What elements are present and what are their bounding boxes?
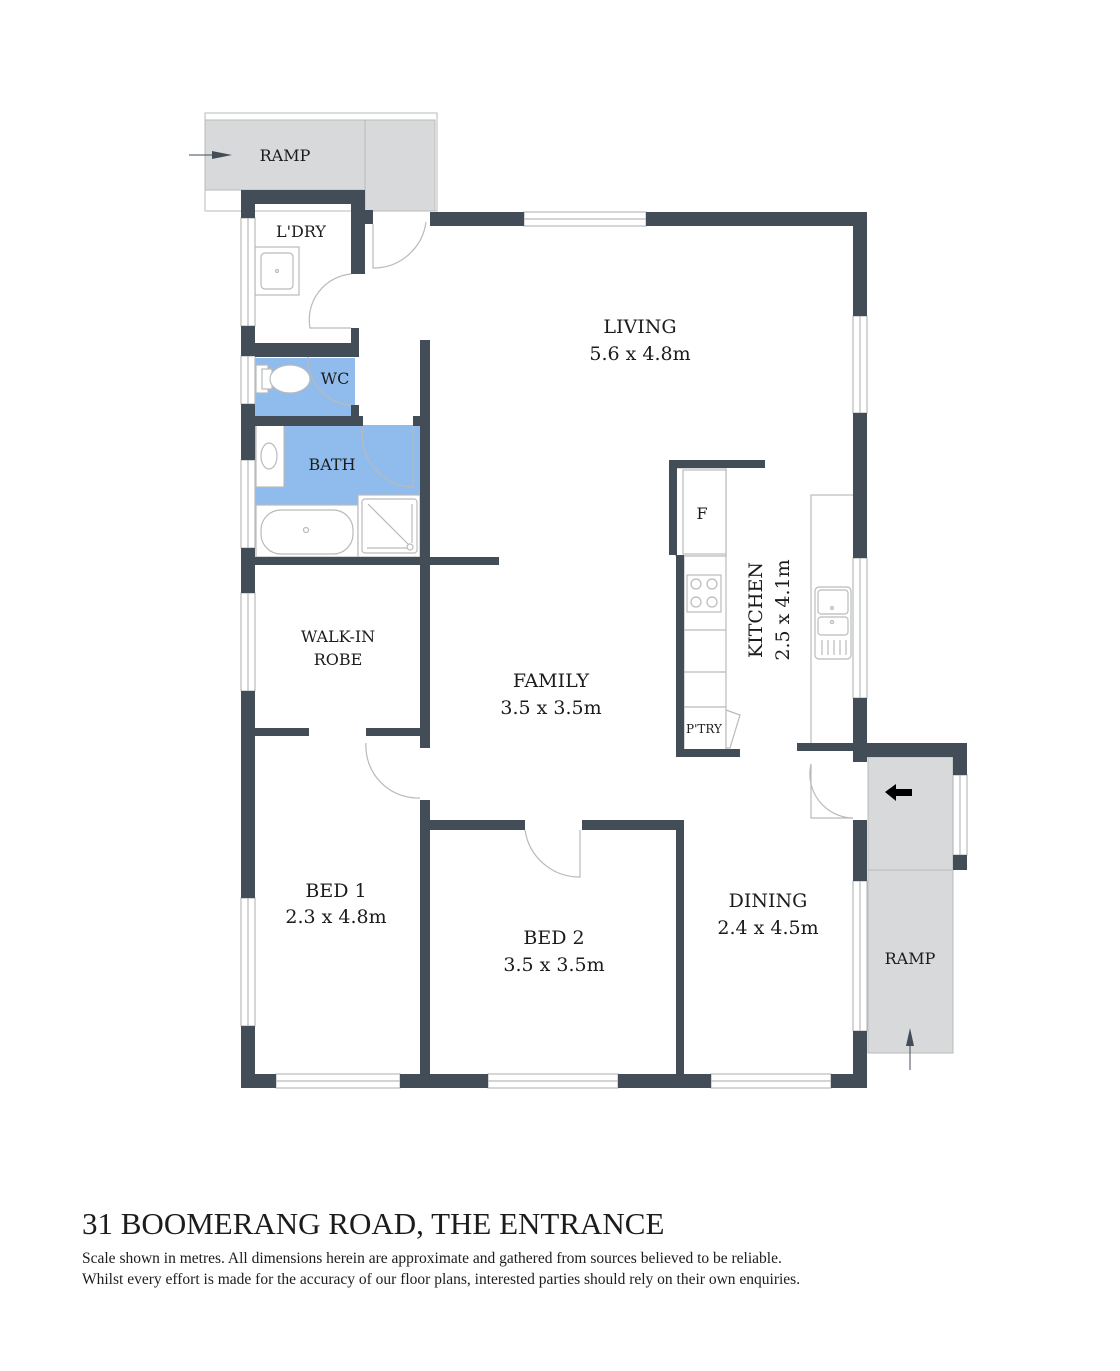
laundry-label: L'DRY: [276, 222, 326, 241]
basin-icon: [255, 424, 285, 488]
property-address: 31 BOOMERANG ROAD, THE ENTRANCE: [82, 1206, 665, 1241]
dining-dims: 2.4 x 4.5m: [717, 917, 818, 939]
footer: 31 BOOMERANG ROAD, THE ENTRANCE Scale sh…: [82, 1206, 800, 1290]
disclaimer: Scale shown in metres. All dimensions he…: [82, 1248, 800, 1290]
family-dims: 3.5 x 3.5m: [500, 697, 601, 719]
laundry-tub-icon: [254, 246, 300, 296]
doors[interactable]: [307, 221, 854, 878]
ramp-top-label: RAMP: [260, 146, 311, 165]
bed2-dims: 3.5 x 3.5m: [503, 954, 604, 976]
walk-in-robe-label-line2: ROBE: [314, 650, 363, 669]
living-dims: 5.6 x 4.8m: [589, 343, 690, 365]
bed1-label: BED 1: [305, 880, 366, 902]
pantry-label: P'TRY: [686, 722, 723, 736]
bath-label: BATH: [308, 455, 355, 474]
windows: [240, 211, 968, 1089]
kitchen-label: KITCHEN: [745, 562, 767, 658]
shower-icon: [357, 494, 421, 558]
bed2-label: BED 2: [523, 927, 584, 949]
disclaimer-line-1: Scale shown in metres. All dimensions he…: [82, 1250, 782, 1267]
bathtub-icon: [255, 504, 359, 558]
walk-in-robe-label-line1: WALK-IN: [301, 627, 375, 646]
toilet-icon: [255, 364, 311, 394]
arrow-up-icon: [906, 1028, 914, 1070]
bed1-dims: 2.3 x 4.8m: [285, 906, 386, 928]
kitchen-joinery: [675, 467, 856, 757]
wc-label: WC: [321, 369, 350, 388]
ramp-right-label: RAMP: [885, 949, 936, 968]
arrow-left-icon: [885, 784, 912, 801]
kitchen-dims: 2.5 x 4.1m: [772, 559, 794, 660]
family-label: FAMILY: [513, 670, 590, 692]
dining-label: DINING: [729, 890, 808, 912]
arrow-right-icon: [189, 151, 232, 159]
living-label: LIVING: [603, 316, 676, 338]
walls: [241, 190, 967, 1088]
fridge-label: F: [696, 504, 707, 523]
disclaimer-line-2: Whilst every effort is made for the accu…: [82, 1271, 801, 1288]
ramp-right: [867, 756, 954, 1054]
